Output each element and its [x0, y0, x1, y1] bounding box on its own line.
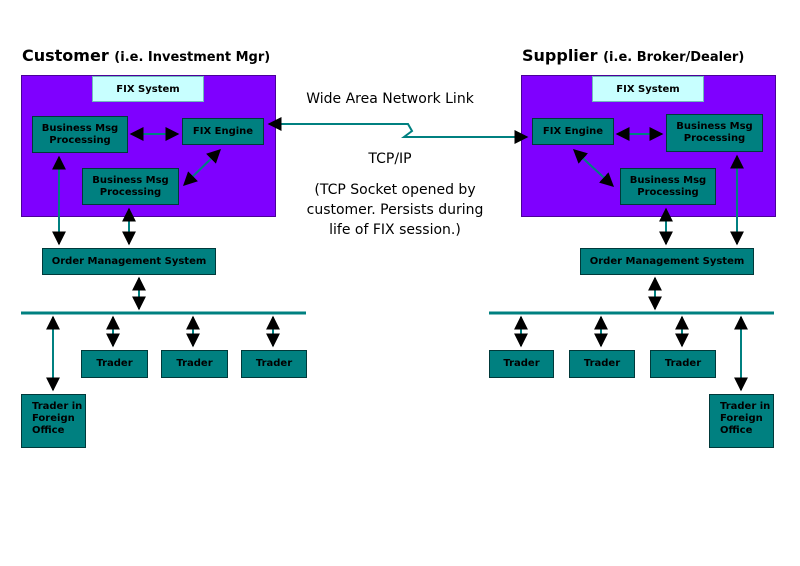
customer-bmp-bottom: Business Msg Processing — [82, 168, 179, 205]
wan-link-label: Wide Area Network Link — [306, 91, 474, 107]
supplier-oms: Order Management System — [580, 248, 754, 275]
supplier-fix-system-label: FIX System — [592, 76, 704, 102]
supplier-subtitle: (i.e. Broker/Dealer) — [603, 50, 745, 65]
supplier-heading: Supplier (i.e. Broker/Dealer) — [522, 46, 744, 65]
customer-trader-1: Trader — [81, 350, 148, 378]
customer-heading: Customer (i.e. Investment Mgr) — [22, 46, 270, 65]
customer-fix-engine: FIX Engine — [182, 118, 264, 145]
customer-foreign-trader: Trader in Foreign Office — [21, 394, 86, 448]
tcp-note: (TCP Socket opened by customer. Persists… — [306, 182, 484, 238]
supplier-fix-engine: FIX Engine — [532, 118, 614, 145]
protocol-label: TCP/IP — [368, 151, 412, 167]
supplier-title: Supplier — [522, 46, 598, 65]
supplier-trader-3: Trader — [650, 350, 716, 378]
customer-bmp-top: Business Msg Processing — [32, 116, 128, 153]
wan-link-line — [267, 117, 529, 144]
customer-trader-3: Trader — [241, 350, 307, 378]
customer-title: Customer — [22, 46, 109, 65]
customer-oms: Order Management System — [42, 248, 216, 275]
customer-engine-bmp2-link — [182, 149, 222, 186]
supplier-trader-2: Trader — [569, 350, 635, 378]
customer-fix-system-label: FIX System — [92, 76, 204, 102]
supplier-bmp-bottom: Business Msg Processing — [620, 168, 716, 205]
supplier-trader-1: Trader — [489, 350, 554, 378]
customer-trader-2: Trader — [161, 350, 228, 378]
supplier-foreign-trader: Trader in Foreign Office — [709, 394, 774, 448]
customer-subtitle: (i.e. Investment Mgr) — [114, 50, 271, 65]
supplier-bmp-top: Business Msg Processing — [666, 114, 763, 152]
supplier-engine-bmp2-link — [572, 149, 615, 187]
